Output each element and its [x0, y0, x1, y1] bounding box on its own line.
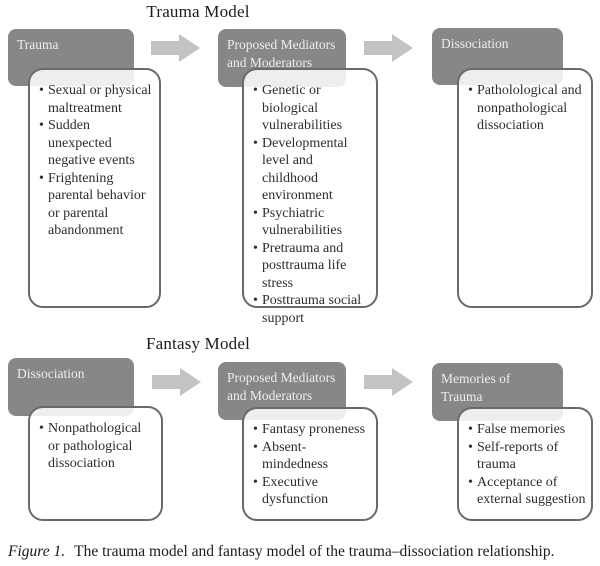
bullet-item: Self-reports of trauma — [468, 439, 586, 474]
bullet-list: Genetic or biological vulnerabilities De… — [253, 82, 371, 327]
arrow-right-icon — [364, 367, 414, 397]
bullet-item: Fantasy proneness — [253, 421, 371, 439]
box-body-memories: False memories Self-reports of trauma Ac… — [457, 407, 593, 521]
bullet-item: Pretrauma and posttrauma life stress — [253, 240, 371, 293]
bullet-item: Nonpathological or pathological dissocia… — [39, 420, 156, 473]
model-title-fantasy: Fantasy Model — [145, 334, 251, 353]
box-body-dissociation-top: Patholological and nonpathological disso… — [457, 68, 593, 308]
box-body-trauma: Sexual or physical maltreatment Sudden u… — [28, 68, 161, 308]
bullet-list: Patholological and nonpathological disso… — [468, 82, 586, 135]
bullet-list: Sexual or physical maltreatment Sudden u… — [39, 82, 154, 240]
bullet-item: Sexual or physical maltreatment — [39, 82, 154, 117]
bullet-item: Sudden unexpected negative events — [39, 117, 154, 170]
bullet-item: Patholological and nonpathological disso… — [468, 82, 586, 135]
bullet-item: Frightening parental behavior or parenta… — [39, 170, 154, 240]
arrow-right-icon — [152, 367, 202, 397]
bullet-item: Psychiatric vulnerabilities — [253, 205, 371, 240]
box-body-dissociation-bottom: Nonpathological or pathological dissocia… — [28, 406, 163, 521]
bullet-item: Absent-mindedness — [253, 439, 371, 474]
arrow-right-icon — [364, 33, 414, 63]
bullet-item: Acceptance of external suggestion — [468, 474, 586, 509]
bullet-item: Genetic or biological vulnerabilities — [253, 82, 371, 135]
figure-caption-label: Figure 1. — [8, 543, 66, 560]
bullet-list: False memories Self-reports of trauma Ac… — [468, 421, 586, 509]
model-title-trauma: Trauma Model — [146, 2, 250, 21]
box-body-mediators-top: Genetic or biological vulnerabilities De… — [242, 68, 378, 326]
bullet-item: Developmental level and childhood enviro… — [253, 135, 371, 205]
box-body-mediators-bottom: Fantasy proneness Absent-mindedness Exec… — [242, 407, 378, 521]
figure-caption: Figure 1. The trauma model and fantasy mo… — [8, 543, 594, 561]
bullet-item: Posttrauma social support — [253, 292, 371, 327]
figure-caption-text: The trauma model and fantasy model of th… — [74, 543, 555, 560]
bullet-list: Fantasy proneness Absent-mindedness Exec… — [253, 421, 371, 509]
bullet-item: False memories — [468, 421, 586, 439]
bullet-list: Nonpathological or pathological dissocia… — [39, 420, 156, 473]
bullet-item: Executive dysfunction — [253, 474, 371, 509]
arrow-right-icon — [151, 33, 201, 63]
